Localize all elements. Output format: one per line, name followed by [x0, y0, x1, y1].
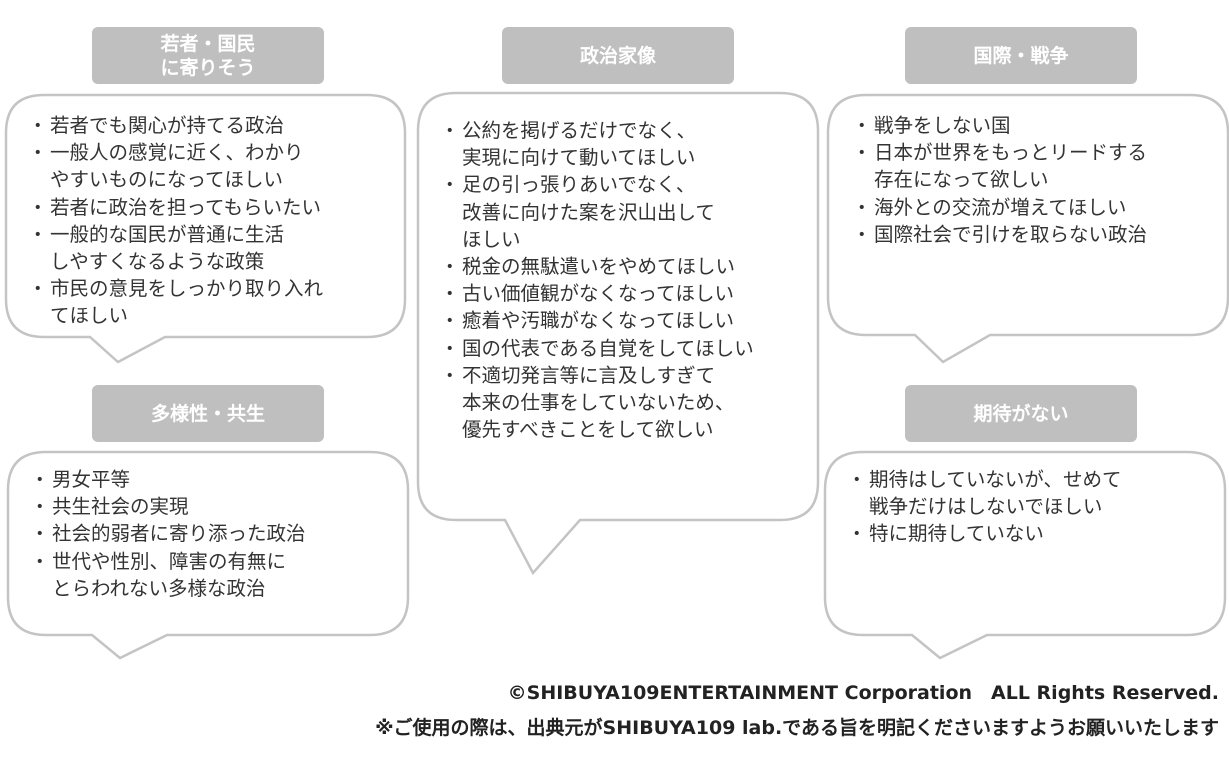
list-item: 税金の無駄遣いをやめてほしい	[440, 253, 754, 280]
label-youth: 若者・国民 に寄りそう	[92, 27, 324, 84]
list-politician: 公約を掲げるだけでなく、 実現に向けて動いてほしい足の引っ張りあいでなく、 改善…	[440, 117, 754, 443]
list-diversity: 男女平等共生社会の実現社会的弱者に寄り添った政治世代や性別、障害の有無に とらわ…	[30, 466, 306, 602]
list-item: 一般的な国民が普通に生活 しやすくなるような政策	[28, 221, 323, 275]
list-international: 戦争をしない国日本が世界をもっとリードする 存在になって欲しい海外との交流が増え…	[852, 112, 1147, 248]
list-item: 社会的弱者に寄り添った政治	[30, 520, 306, 547]
list-item: 日本が世界をもっとリードする 存在になって欲しい	[852, 139, 1147, 193]
label-international: 国際・戦争	[905, 27, 1137, 84]
list-item: 男女平等	[30, 466, 306, 493]
list-item: 国の代表である自覚をしてほしい	[440, 335, 754, 362]
list-youth: 若者でも関心が持てる政治一般人の感覚に近く、わかり やすいものになってほしい若者…	[28, 112, 323, 330]
list-item: 公約を掲げるだけでなく、 実現に向けて動いてほしい	[440, 117, 754, 171]
label-politician: 政治家像	[502, 27, 734, 84]
label-no-expectation: 期待がない	[905, 385, 1137, 442]
list-item: 特に期待していない	[847, 520, 1122, 547]
list-item: 国際社会で引けを取らない政治	[852, 221, 1147, 248]
list-item: 癒着や汚職がなくなってほしい	[440, 307, 754, 334]
list-item: 若者でも関心が持てる政治	[28, 112, 323, 139]
list-item: 期待はしていないが、せめて 戦争だけはしないでほしい	[847, 466, 1122, 520]
list-item: 世代や性別、障害の有無に とらわれない多様な政治	[30, 548, 306, 602]
list-item: 足の引っ張りあいでなく、 改善に向けた案を沢山出して ほしい	[440, 171, 754, 253]
list-item: 不適切発言等に言及しすぎて 本来の仕事をしていないため、 優先すべきことをして欲…	[440, 362, 754, 444]
list-item: 海外との交流が増えてほしい	[852, 194, 1147, 221]
list-item: 一般人の感覚に近く、わかり やすいものになってほしい	[28, 139, 323, 193]
copyright-text: ©SHIBUYA109ENTERTAINMENT Corporation ALL…	[507, 682, 1219, 704]
label-diversity: 多様性・共生	[92, 385, 324, 442]
list-no-expectation: 期待はしていないが、せめて 戦争だけはしないでほしい特に期待していない	[847, 466, 1122, 548]
list-item: 古い価値観がなくなってほしい	[440, 280, 754, 307]
list-item: 若者に政治を担ってもらいたい	[28, 194, 323, 221]
usage-notice: ※ご使用の際は、出典元がSHIBUYA109 lab.である旨を明記くださいます…	[375, 717, 1219, 739]
list-item: 市民の意見をしっかり取り入れ てほしい	[28, 275, 323, 329]
list-item: 戦争をしない国	[852, 112, 1147, 139]
list-item: 共生社会の実現	[30, 493, 306, 520]
